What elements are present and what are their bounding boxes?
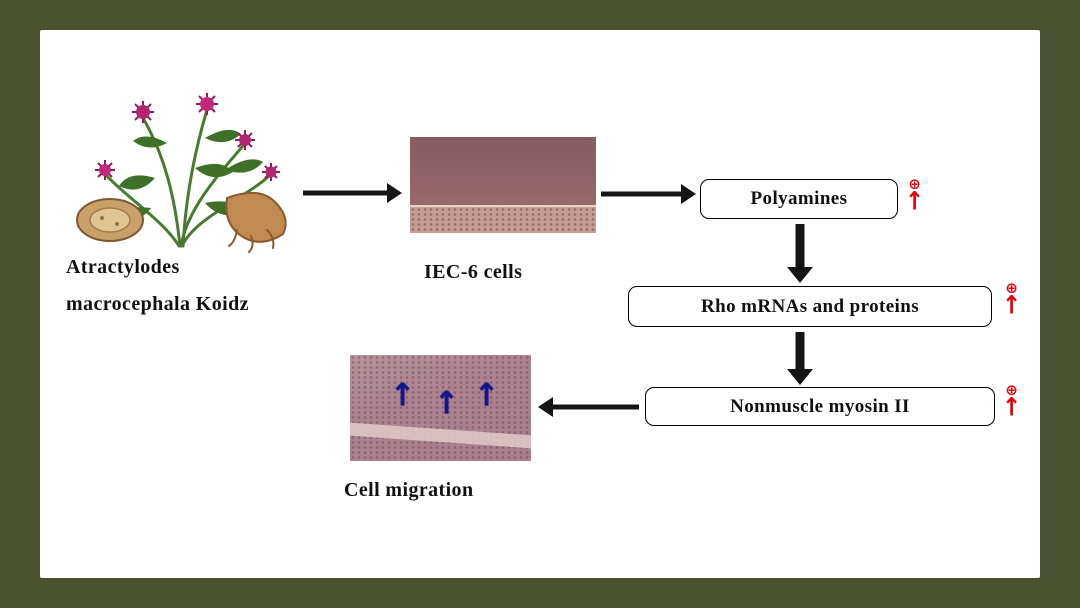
atractylodes-plant-illustration — [76, 93, 287, 253]
arrow-shaft — [601, 191, 682, 197]
migration-direction-arrow-icon: ↑ — [390, 377, 416, 414]
myosin-box: Nonmuscle myosin II — [645, 387, 995, 426]
polyamines-box: Polyamines — [700, 179, 898, 219]
oplus-icon: ⊕ — [1005, 381, 1018, 399]
oplus-icon: ⊕ — [908, 175, 921, 193]
arrow-shaft — [552, 404, 639, 410]
red-up-arrow-icon: ↑ — [1002, 291, 1022, 321]
arrow-head — [538, 397, 553, 417]
plant-name-line2: macrocephala Koidz — [66, 293, 249, 315]
root — [225, 191, 287, 253]
myosin-upregulation-indicator: ⊕ ↑ — [1002, 381, 1022, 423]
red-up-arrow-icon: ↑ — [905, 187, 925, 217]
migration-direction-arrow-icon: ↑ — [434, 385, 460, 422]
rho-label: Rho mRNAs and proteins — [700, 295, 919, 317]
plant-name-line1: Atractylodes — [66, 256, 180, 278]
iec6-micrograph — [410, 137, 596, 233]
wound-edge-streak — [350, 422, 531, 450]
arrow-myosin-to-migration — [538, 397, 639, 417]
arrow-head — [787, 267, 813, 283]
rhizome-slice — [76, 198, 144, 242]
arrow-shaft — [303, 190, 388, 196]
arrow-shaft — [795, 332, 805, 370]
arrow-plant-to-iec6 — [303, 183, 402, 203]
iec6-label: IEC-6 cells — [424, 261, 523, 283]
arrow-rho-to-myosin — [787, 332, 813, 385]
oplus-icon: ⊕ — [1005, 279, 1018, 297]
myosin-label: Nonmuscle myosin II — [730, 395, 910, 417]
arrow-head — [681, 184, 696, 204]
arrow-shaft — [795, 224, 805, 268]
migration-direction-arrow-icon: ↑ — [474, 377, 500, 414]
arrow-head — [787, 369, 813, 385]
arrow-polyamines-to-rho — [787, 224, 813, 283]
polyamines-upregulation-indicator: ⊕ ↑ — [905, 175, 925, 217]
cell-monolayer-band — [410, 205, 596, 233]
red-up-arrow-icon: ↑ — [1002, 393, 1022, 423]
rho-box: Rho mRNAs and proteins — [628, 286, 992, 327]
cell-migration-micrograph: ↑ ↑ ↑ — [350, 355, 531, 461]
polyamines-label: Polyamines — [750, 188, 848, 209]
arrow-iec6-to-polyamines — [601, 184, 696, 204]
cell-migration-label: Cell migration — [344, 479, 474, 501]
rho-upregulation-indicator: ⊕ ↑ — [1002, 279, 1022, 321]
arrow-head — [387, 183, 402, 203]
